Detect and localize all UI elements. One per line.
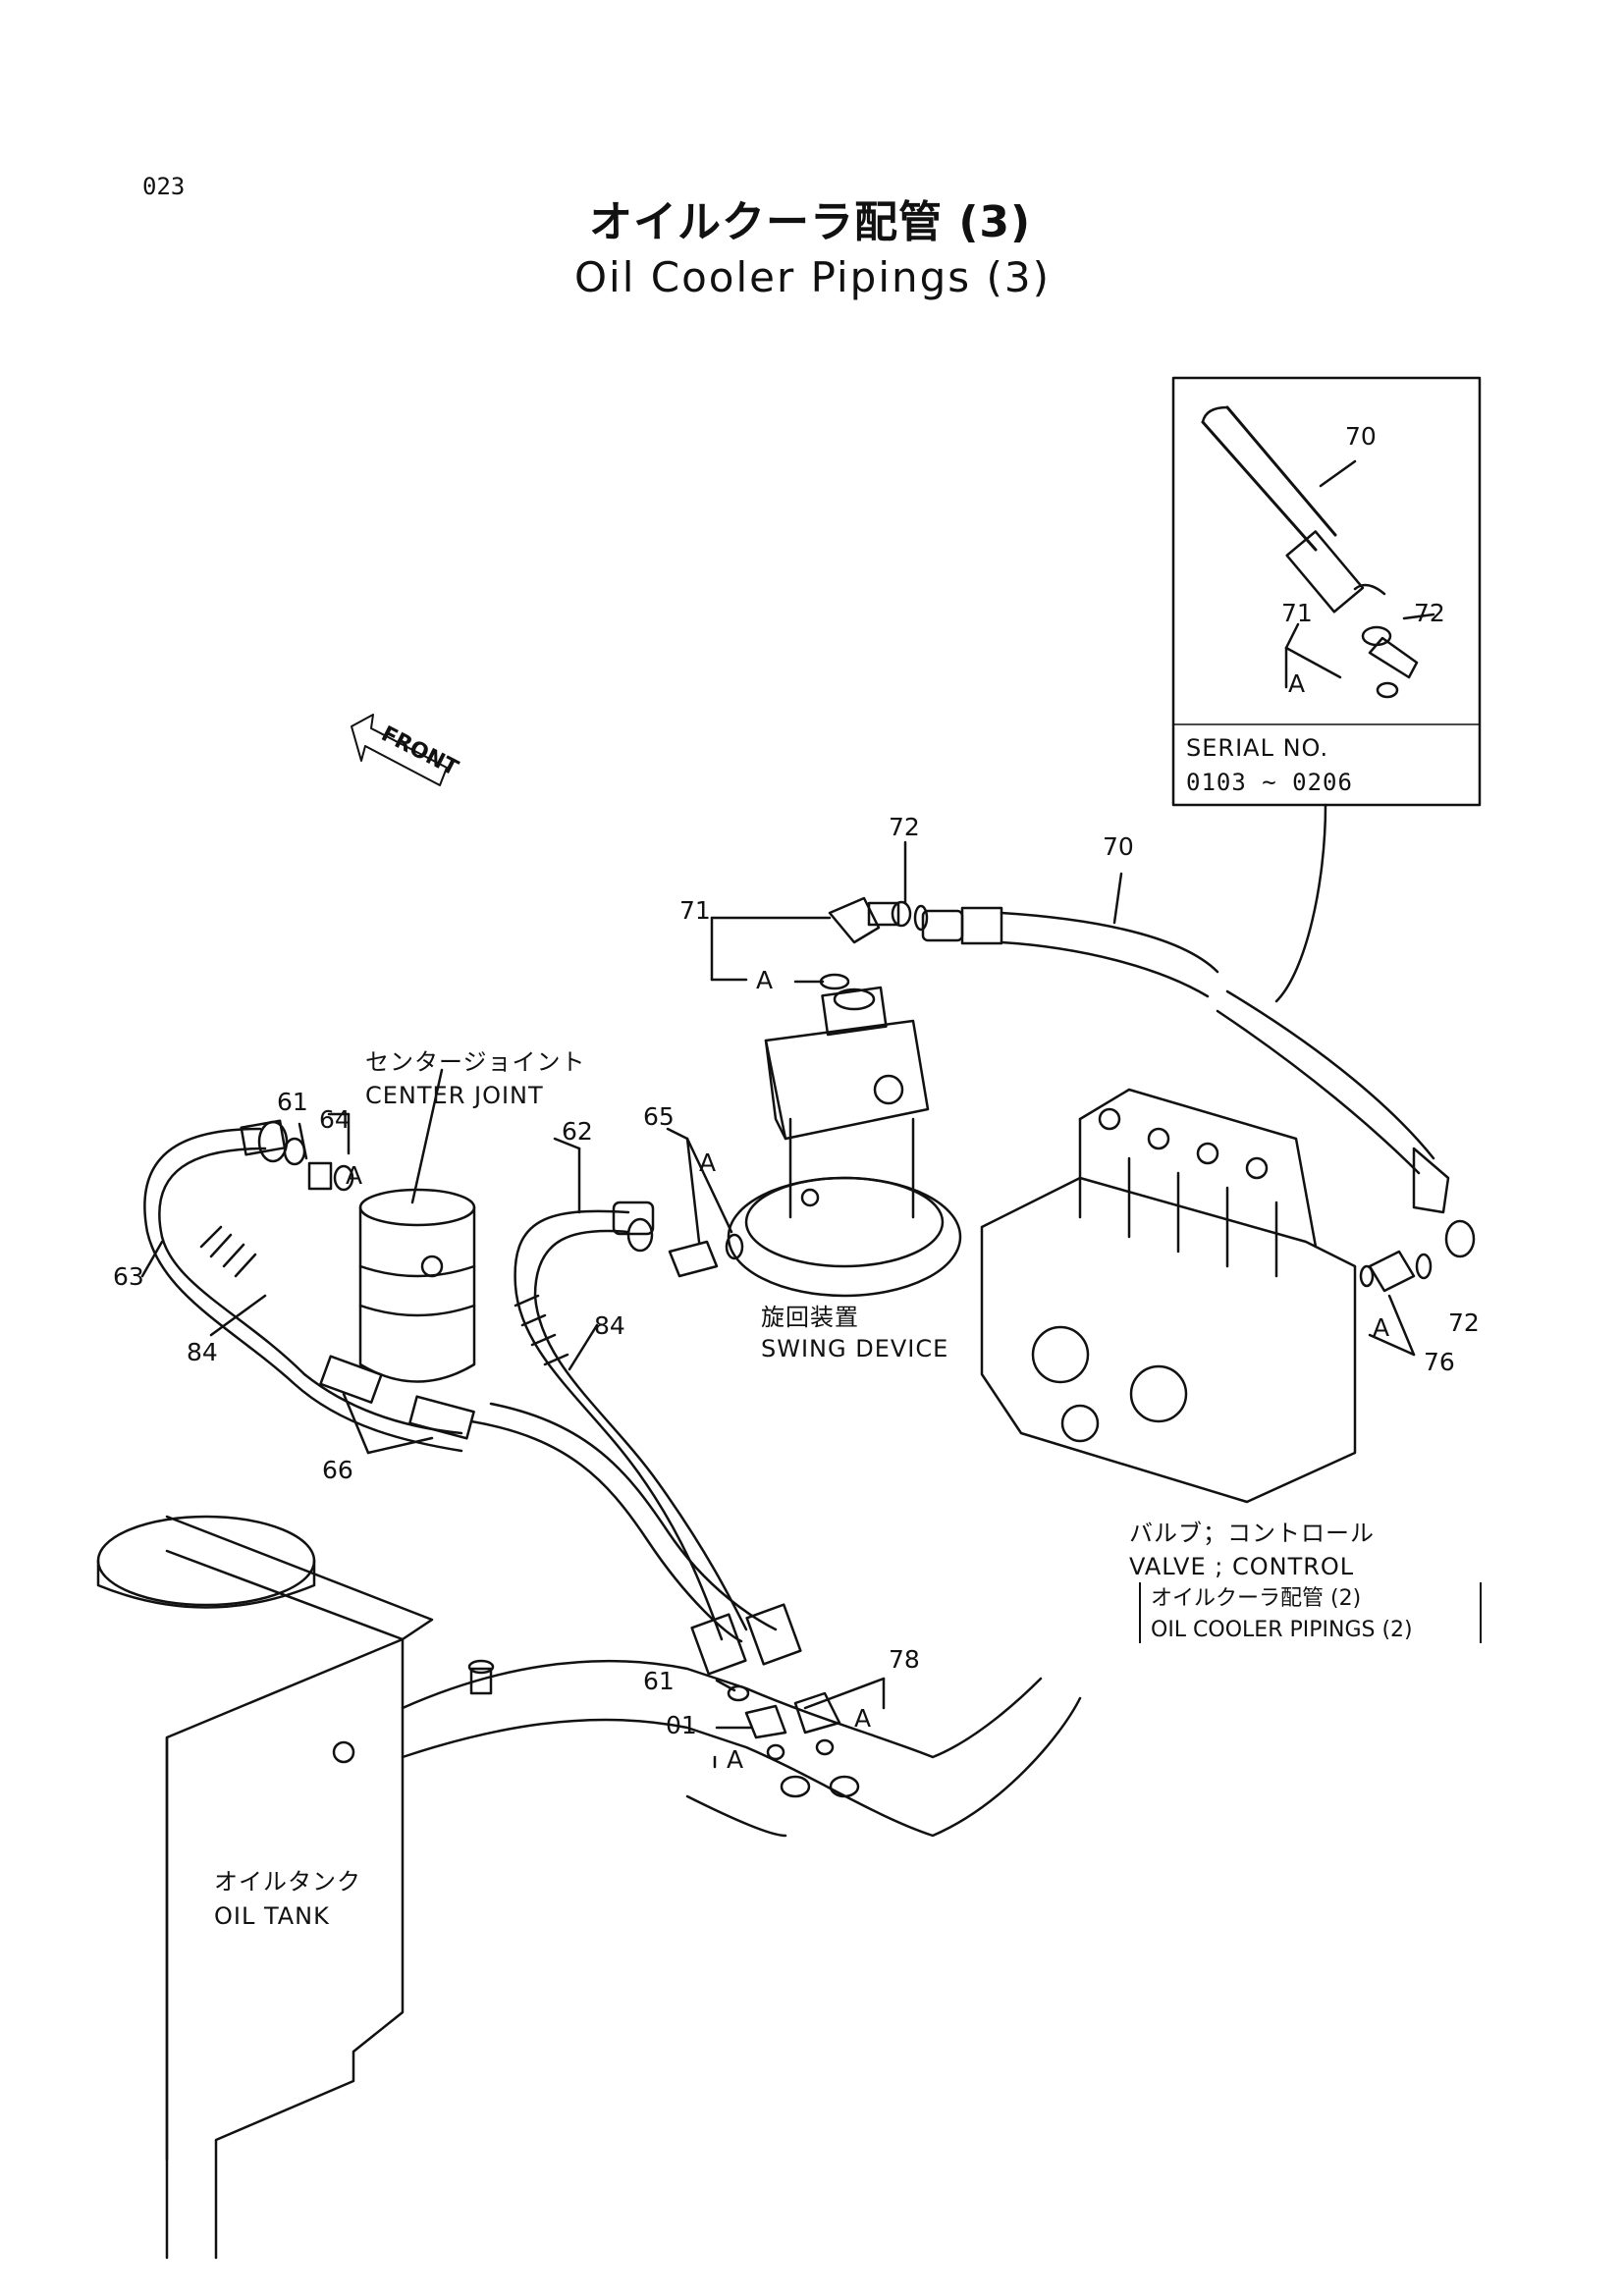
- callout-64: 64: [319, 1105, 351, 1134]
- front-arrow-shape: [351, 714, 448, 786]
- swing-device-shape: [666, 840, 962, 1298]
- inset-callout-72: 72: [1414, 599, 1445, 627]
- callout-76: 76: [1424, 1348, 1455, 1376]
- title-english: Oil Cooler Pipings (3): [574, 253, 1051, 301]
- oil-tank-shape: [96, 1515, 1082, 2260]
- center-joint-shape: [358, 1068, 476, 1383]
- hose-63: [143, 1119, 463, 1453]
- serial-range: 0103 ~ 0206: [1186, 769, 1353, 796]
- center-joint-label-en: CENTER JOINT: [365, 1082, 544, 1109]
- control-valve-shape: [980, 1088, 1433, 1504]
- callout-71: 71: [679, 896, 711, 925]
- callout-78: 78: [889, 1645, 920, 1674]
- page-number: 023: [142, 173, 186, 200]
- callout-65: 65: [643, 1102, 675, 1131]
- callout-84: 84: [594, 1311, 625, 1340]
- control-valve-label-en: VALVE ; CONTROL: [1129, 1553, 1355, 1580]
- callout-72: 72: [889, 813, 920, 841]
- hose-62: [469, 1137, 802, 1676]
- inset-callout-71: 71: [1281, 599, 1313, 627]
- leader-lines: [140, 1112, 599, 1371]
- center-joint-label-jp: センタージョイント: [365, 1048, 586, 1076]
- callout-61: 61: [277, 1088, 308, 1116]
- inset-callout-70: 70: [1345, 422, 1377, 451]
- inset-callout-A: A: [1288, 669, 1306, 698]
- clamp-66: [319, 1355, 475, 1455]
- callout-A: A: [727, 1745, 744, 1774]
- callout-A: A: [346, 1161, 363, 1190]
- control-valve-label-jp: バルブ；コントロール: [1129, 1520, 1375, 1547]
- callout-01: 01: [666, 1711, 697, 1739]
- reference-label-en: OIL COOLER PIPINGS (2): [1151, 1618, 1413, 1642]
- bottom-fittings: [713, 1677, 886, 1769]
- serial-inset-box: [1171, 376, 1482, 1003]
- callout-A: A: [699, 1148, 717, 1177]
- callout-62: 62: [562, 1117, 593, 1146]
- swing-device-label-en: SWING DEVICE: [761, 1335, 949, 1362]
- callout-72: 72: [1448, 1308, 1480, 1337]
- callout-61: 61: [643, 1667, 675, 1695]
- oil-tank-label-jp: オイルタンク: [214, 1868, 361, 1896]
- swing-device-label-jp: 旋回装置: [761, 1304, 859, 1331]
- callout-63: 63: [113, 1262, 144, 1291]
- reference-bracket: [1139, 1582, 1482, 1643]
- reference-label-jp: オイルクーラ配管 (2): [1151, 1586, 1362, 1611]
- callout-66: 66: [322, 1456, 353, 1484]
- callout-70: 70: [1103, 832, 1134, 861]
- callout-A: A: [1373, 1313, 1390, 1342]
- serial-label: SERIAL NO.: [1186, 734, 1329, 762]
- oil-tank-label-en: OIL TANK: [214, 1902, 330, 1930]
- title-japanese: オイルクーラ配管 (3): [589, 197, 1032, 247]
- callout-A: A: [756, 966, 774, 994]
- callout-84: 84: [187, 1338, 218, 1366]
- callout-A: A: [854, 1704, 872, 1733]
- hose-70: [921, 872, 1476, 1258]
